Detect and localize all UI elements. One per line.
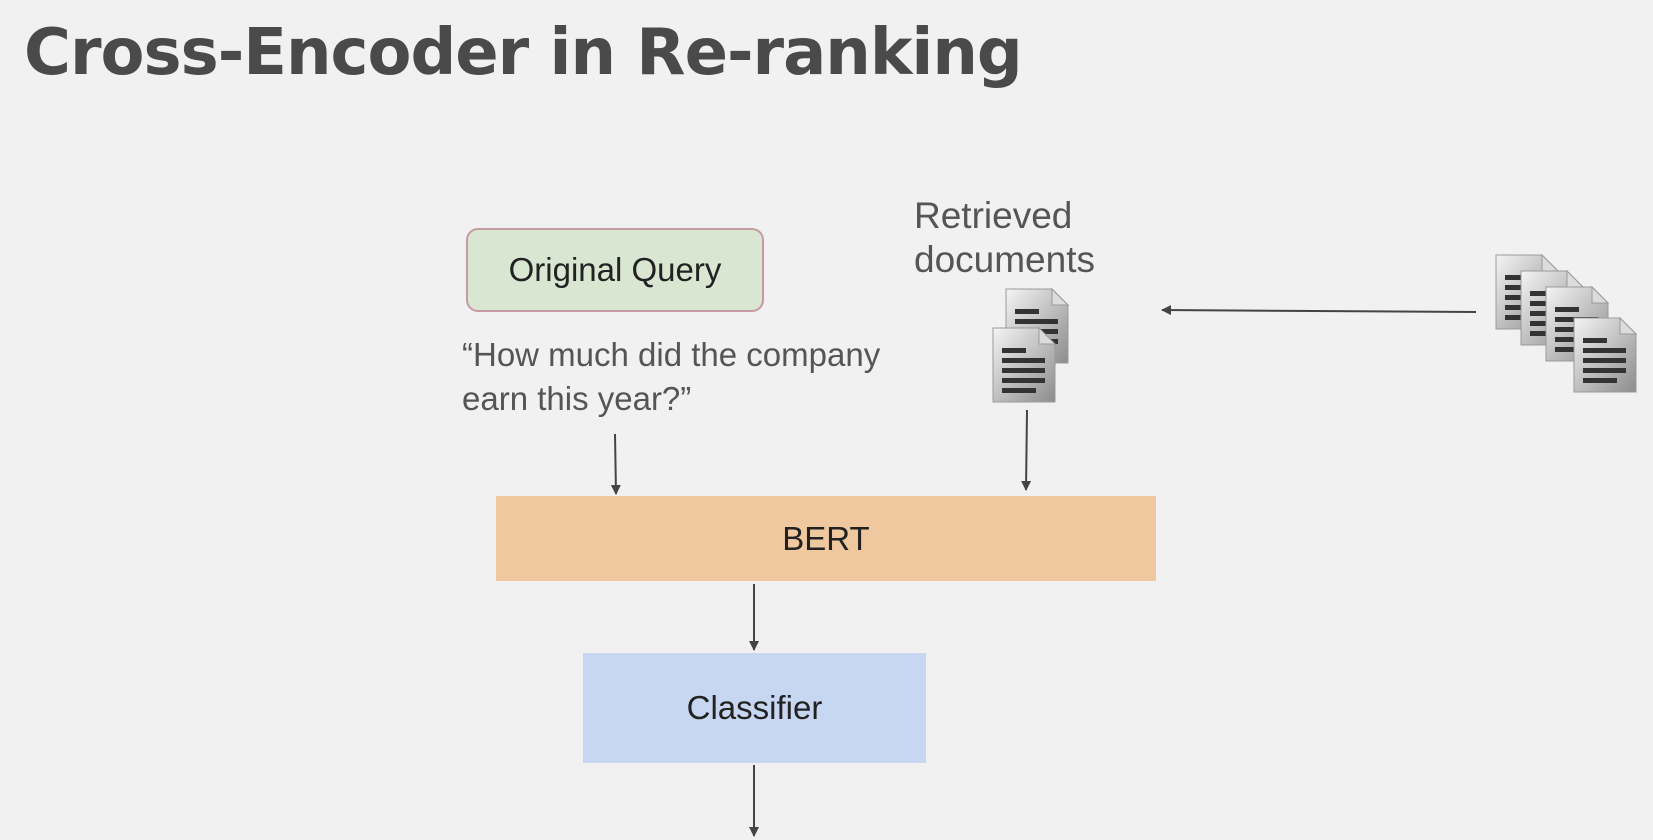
- retrieved-documents-label: Retrieved documents: [914, 195, 1095, 280]
- bert-box: BERT: [496, 496, 1156, 581]
- classifier-box: Classifier: [583, 653, 926, 763]
- arrow-docs-to-bert: [1021, 409, 1032, 491]
- arrow-query-to-bert: [610, 433, 621, 495]
- arrow-collection-to-retrieved: [1161, 305, 1477, 316]
- query-text: “How much did the company earn this year…: [462, 336, 881, 417]
- document-stack-icon: [992, 288, 1069, 403]
- page-title: Cross-Encoder in Re-ranking: [24, 16, 1023, 90]
- document-collection-icon: [1495, 254, 1637, 393]
- original-query-box: Original Query: [466, 228, 764, 312]
